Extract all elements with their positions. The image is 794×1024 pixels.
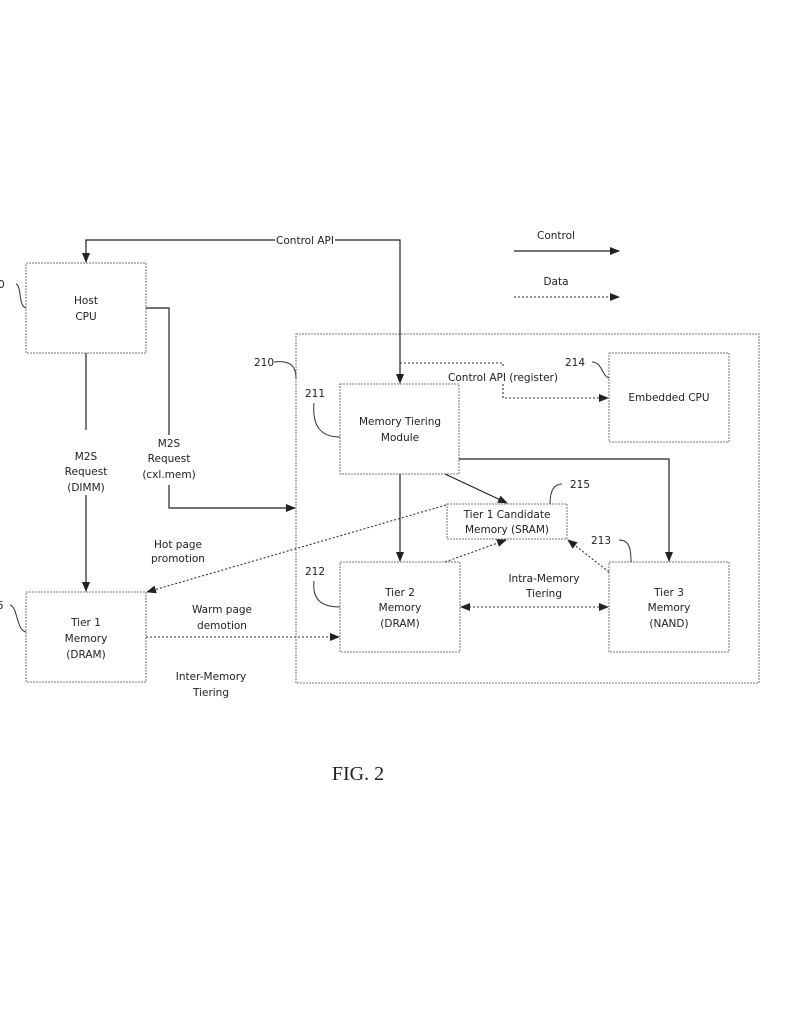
ref-214: 214 <box>565 357 585 369</box>
mtm-to-tier3-arrow <box>459 458 673 562</box>
tier1-label-1: Tier 1 <box>70 617 101 629</box>
tier3-to-sram-arrow <box>567 539 610 573</box>
m2s-cxl-label-2: Request <box>148 453 191 465</box>
leader-210 <box>273 361 297 379</box>
control-api-label: Control API <box>276 235 334 247</box>
control-api-arrow-mtm <box>335 239 404 384</box>
control-api-register-label: Control API (register) <box>448 372 558 384</box>
ref-212: 212 <box>305 566 325 578</box>
m2s-cxl-line <box>146 307 170 435</box>
control-api-register-arrow <box>502 384 609 402</box>
mtm-label-1: Memory Tiering <box>359 416 441 428</box>
host-cpu-label-2: CPU <box>75 311 96 323</box>
tier2-to-sram-arrow <box>444 539 507 563</box>
leader-212 <box>313 580 341 608</box>
tier3-label-3: (NAND) <box>649 618 688 630</box>
legend-data-label: Data <box>543 276 568 288</box>
ref-215: 215 <box>570 479 590 491</box>
sram-label-2: Memory (SRAM) <box>465 524 549 536</box>
figure-label: FIG. 2 <box>332 763 384 785</box>
leader-host <box>15 283 27 309</box>
tier3-memory-box: Tier 3 Memory (NAND) <box>608 561 730 653</box>
leader-214 <box>591 361 610 379</box>
tier2-memory-box: Tier 2 Memory (DRAM) <box>339 561 461 653</box>
ref-211: 211 <box>305 388 325 400</box>
intra-memory-label-1: Intra-Memory <box>508 573 579 585</box>
leader-213 <box>618 539 632 563</box>
tier2-label-3: (DRAM) <box>380 618 419 630</box>
m2s-cxl-label-1: M2S <box>158 438 181 450</box>
m2s-dimm-label-1: M2S <box>75 451 98 463</box>
leader-211 <box>313 402 341 438</box>
tier1-label-2: Memory <box>65 633 108 645</box>
tier1-memory-box: Tier 1 Memory (DRAM) <box>25 591 147 683</box>
ref-tier1: 5 <box>0 600 4 612</box>
ref-210: 210 <box>254 357 274 369</box>
ref-host: 0 <box>0 279 5 291</box>
hot-page-label-2: promotion <box>151 553 205 565</box>
control-api-arrow-host <box>82 239 275 263</box>
embedded-cpu-box: Embedded CPU <box>608 352 730 443</box>
inter-memory-label-1: Inter-Memory <box>176 671 246 683</box>
legend: Control Data <box>514 230 620 301</box>
m2s-cxl-label-3: (cxl.mem) <box>142 469 195 481</box>
m2s-dimm-label-2: Request <box>65 466 108 478</box>
legend-control-label: Control <box>537 230 575 242</box>
tier3-label-1: Tier 3 <box>653 587 684 599</box>
mtm-to-sram-arrow <box>444 473 508 504</box>
warm-page-label-2: demotion <box>197 620 247 632</box>
leader-215 <box>549 483 563 505</box>
sram-label-1: Tier 1 Candidate <box>463 509 551 521</box>
ref-213: 213 <box>591 535 611 547</box>
tier2-label-1: Tier 2 <box>384 587 415 599</box>
host-cpu-label-1: Host <box>74 295 98 307</box>
tier1-candidate-sram-box: Tier 1 Candidate Memory (SRAM) <box>446 503 568 540</box>
leader-tier1 <box>9 604 27 633</box>
memory-tiering-module-box: Memory Tiering Module <box>339 383 460 475</box>
intra-memory-label-2: Tiering <box>525 588 562 600</box>
tier1-label-3: (DRAM) <box>66 649 105 661</box>
tier2-label-2: Memory <box>379 602 422 614</box>
hot-page-label-1: Hot page <box>154 539 202 551</box>
warm-page-label-1: Warm page <box>192 604 252 616</box>
mtm-label-2: Module <box>381 432 419 444</box>
inter-memory-label-2: Tiering <box>192 687 229 699</box>
m2s-cxl-arrow <box>168 485 296 512</box>
m2s-dimm-label-3: (DIMM) <box>67 482 105 494</box>
host-cpu-box: Host CPU <box>25 262 147 354</box>
embedded-cpu-label: Embedded CPU <box>628 392 709 404</box>
tier3-label-2: Memory <box>648 602 691 614</box>
